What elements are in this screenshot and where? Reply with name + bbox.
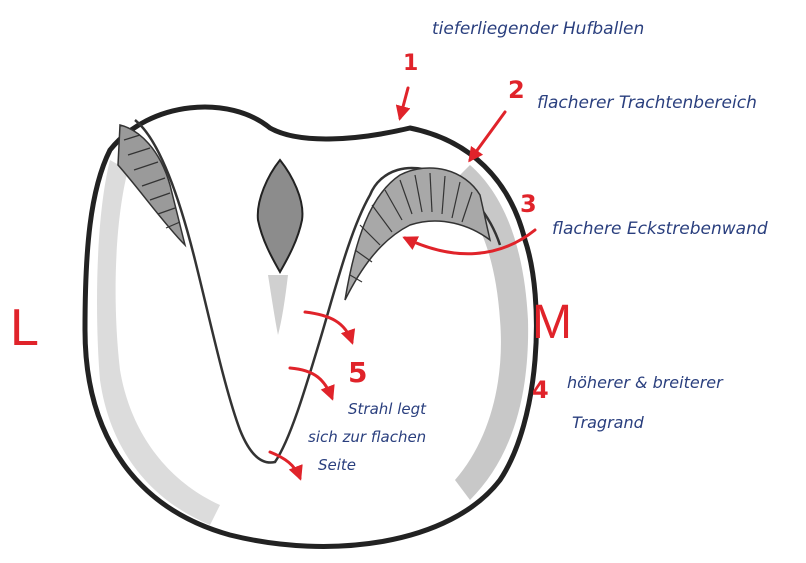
label-1-text: tieferliegender Hufballen — [432, 19, 644, 39]
side-marker-medial: M — [532, 296, 572, 349]
label-4-text-line1: höherer & breiterer — [567, 373, 724, 392]
label-5-text-line3: Seite — [318, 456, 356, 474]
arrow-1 — [400, 88, 408, 118]
label-5-text-line1: Strahl legt — [348, 400, 427, 418]
number-5: 5 — [348, 356, 367, 389]
label-3-text: flachere Eckstrebenwand — [552, 219, 768, 239]
side-marker-lateral: L — [10, 299, 39, 357]
arrow-2 — [470, 112, 505, 160]
number-1: 1 — [403, 51, 418, 76]
number-3: 3 — [520, 190, 537, 218]
number-4: 4 — [532, 376, 549, 404]
label-5-text-line2: sich zur flachen — [308, 428, 426, 446]
label-2-text: flacherer Trachtenbereich — [537, 93, 757, 113]
number-2: 2 — [508, 76, 525, 104]
label-4-text-line2: Tragrand — [572, 413, 645, 432]
